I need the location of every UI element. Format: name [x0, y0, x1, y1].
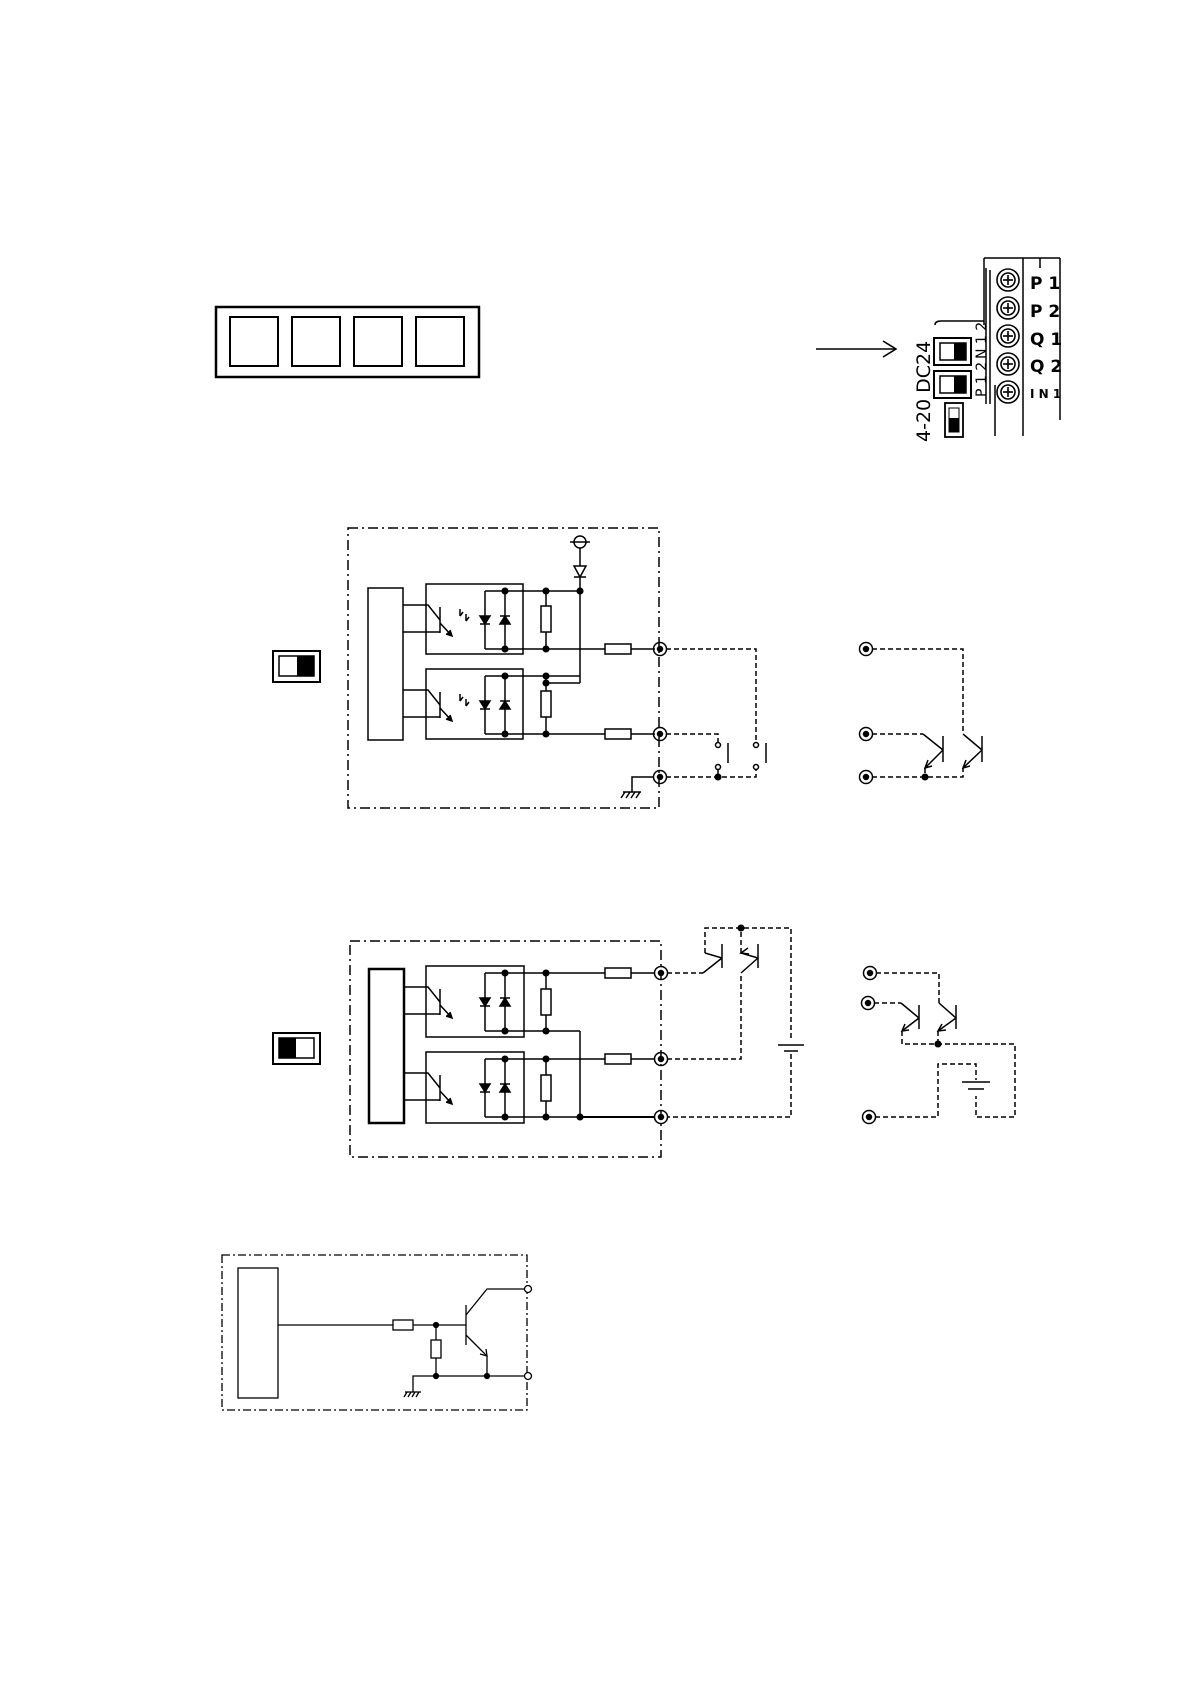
dip-switch-q	[934, 338, 971, 365]
screw-terminal-icon	[997, 353, 1019, 375]
screw-terminals	[997, 269, 1019, 403]
switch-contact-icon	[716, 743, 729, 770]
controller-block	[238, 1268, 278, 1398]
display-digit-3	[354, 317, 402, 366]
switch-label-n12: N 1 2	[974, 322, 990, 359]
transistor-icon	[963, 734, 982, 768]
external-source-wiring	[667, 925, 804, 1117]
ground-icon	[404, 1376, 436, 1397]
screw-terminal-icon	[997, 325, 1019, 347]
terminal-label-p1: P 1	[1030, 274, 1060, 294]
external-alt-wiring	[862, 967, 1016, 1124]
diode-icon	[480, 973, 490, 1031]
screw-terminal-icon	[997, 269, 1019, 291]
diode-icon	[500, 973, 510, 1031]
ground-icon	[621, 777, 653, 798]
circuit-source-input	[273, 925, 1015, 1157]
controller-block	[369, 969, 404, 1123]
dip-switch-mode	[945, 403, 963, 437]
resistor-icon	[541, 1059, 551, 1117]
screw-terminal-icon	[997, 297, 1019, 319]
terminal-icon	[525, 1373, 532, 1380]
external-open-collector	[860, 643, 983, 784]
diode-icon	[500, 1059, 510, 1117]
device-enclosure	[348, 528, 659, 808]
supply-terminal-icon	[570, 536, 590, 566]
terminal-label-q2: Q 2	[1030, 357, 1062, 377]
transistor-icon	[923, 734, 943, 768]
resistor-icon	[595, 729, 655, 739]
mode-label-4-20-dc24: 4-20 DC24	[913, 341, 935, 442]
resistor-icon	[595, 644, 655, 654]
terminal-labels: P 1 P 2 Q 1 Q 2 I N 1	[1030, 274, 1062, 401]
resistor-icon	[541, 973, 551, 1031]
screw-terminal-icon	[997, 381, 1019, 403]
dip-switch-icon	[273, 1033, 320, 1064]
resistor-icon	[605, 1054, 655, 1064]
switch-contact-icon	[754, 743, 767, 770]
terminal-label-q1: Q 1	[1030, 330, 1062, 350]
resistor-icon	[431, 1325, 441, 1376]
transistor-icon	[938, 1003, 956, 1031]
resistor-icon	[541, 591, 551, 649]
device-enclosure	[222, 1255, 527, 1410]
diode-icon	[500, 676, 510, 734]
display-digit-1	[230, 317, 278, 366]
display-panel	[216, 307, 479, 377]
circuit-transistor-output	[222, 1255, 532, 1410]
transistor-icon	[741, 944, 758, 973]
resistor-icon	[541, 676, 551, 734]
dip-switch-p	[934, 371, 971, 398]
dip-switch-icon	[273, 651, 320, 682]
diode-icon	[480, 591, 490, 649]
battery-icon	[962, 1082, 990, 1089]
resistor-icon	[393, 1320, 413, 1330]
diode-icon	[574, 566, 586, 591]
terminal-label-p2: P 2	[1030, 302, 1060, 322]
terminal-label-in1: I N 1	[1030, 387, 1061, 401]
display-digit-4	[416, 317, 464, 366]
controller-block	[368, 588, 403, 740]
diode-icon	[480, 676, 490, 734]
transistor-icon	[466, 1289, 528, 1376]
display-digit-2	[292, 317, 340, 366]
resistor-icon	[605, 968, 655, 978]
circuit-sink-input	[273, 528, 982, 808]
transistor-icon	[703, 944, 722, 973]
arrow-icon	[816, 341, 896, 357]
terminal-icon	[525, 1286, 532, 1293]
external-contacts	[666, 649, 756, 777]
switch-label-p12: P 1 2	[974, 362, 990, 397]
diode-icon	[500, 591, 510, 649]
transistor-icon	[901, 1003, 919, 1031]
diode-icon	[480, 1059, 490, 1117]
battery-icon	[778, 1045, 804, 1051]
